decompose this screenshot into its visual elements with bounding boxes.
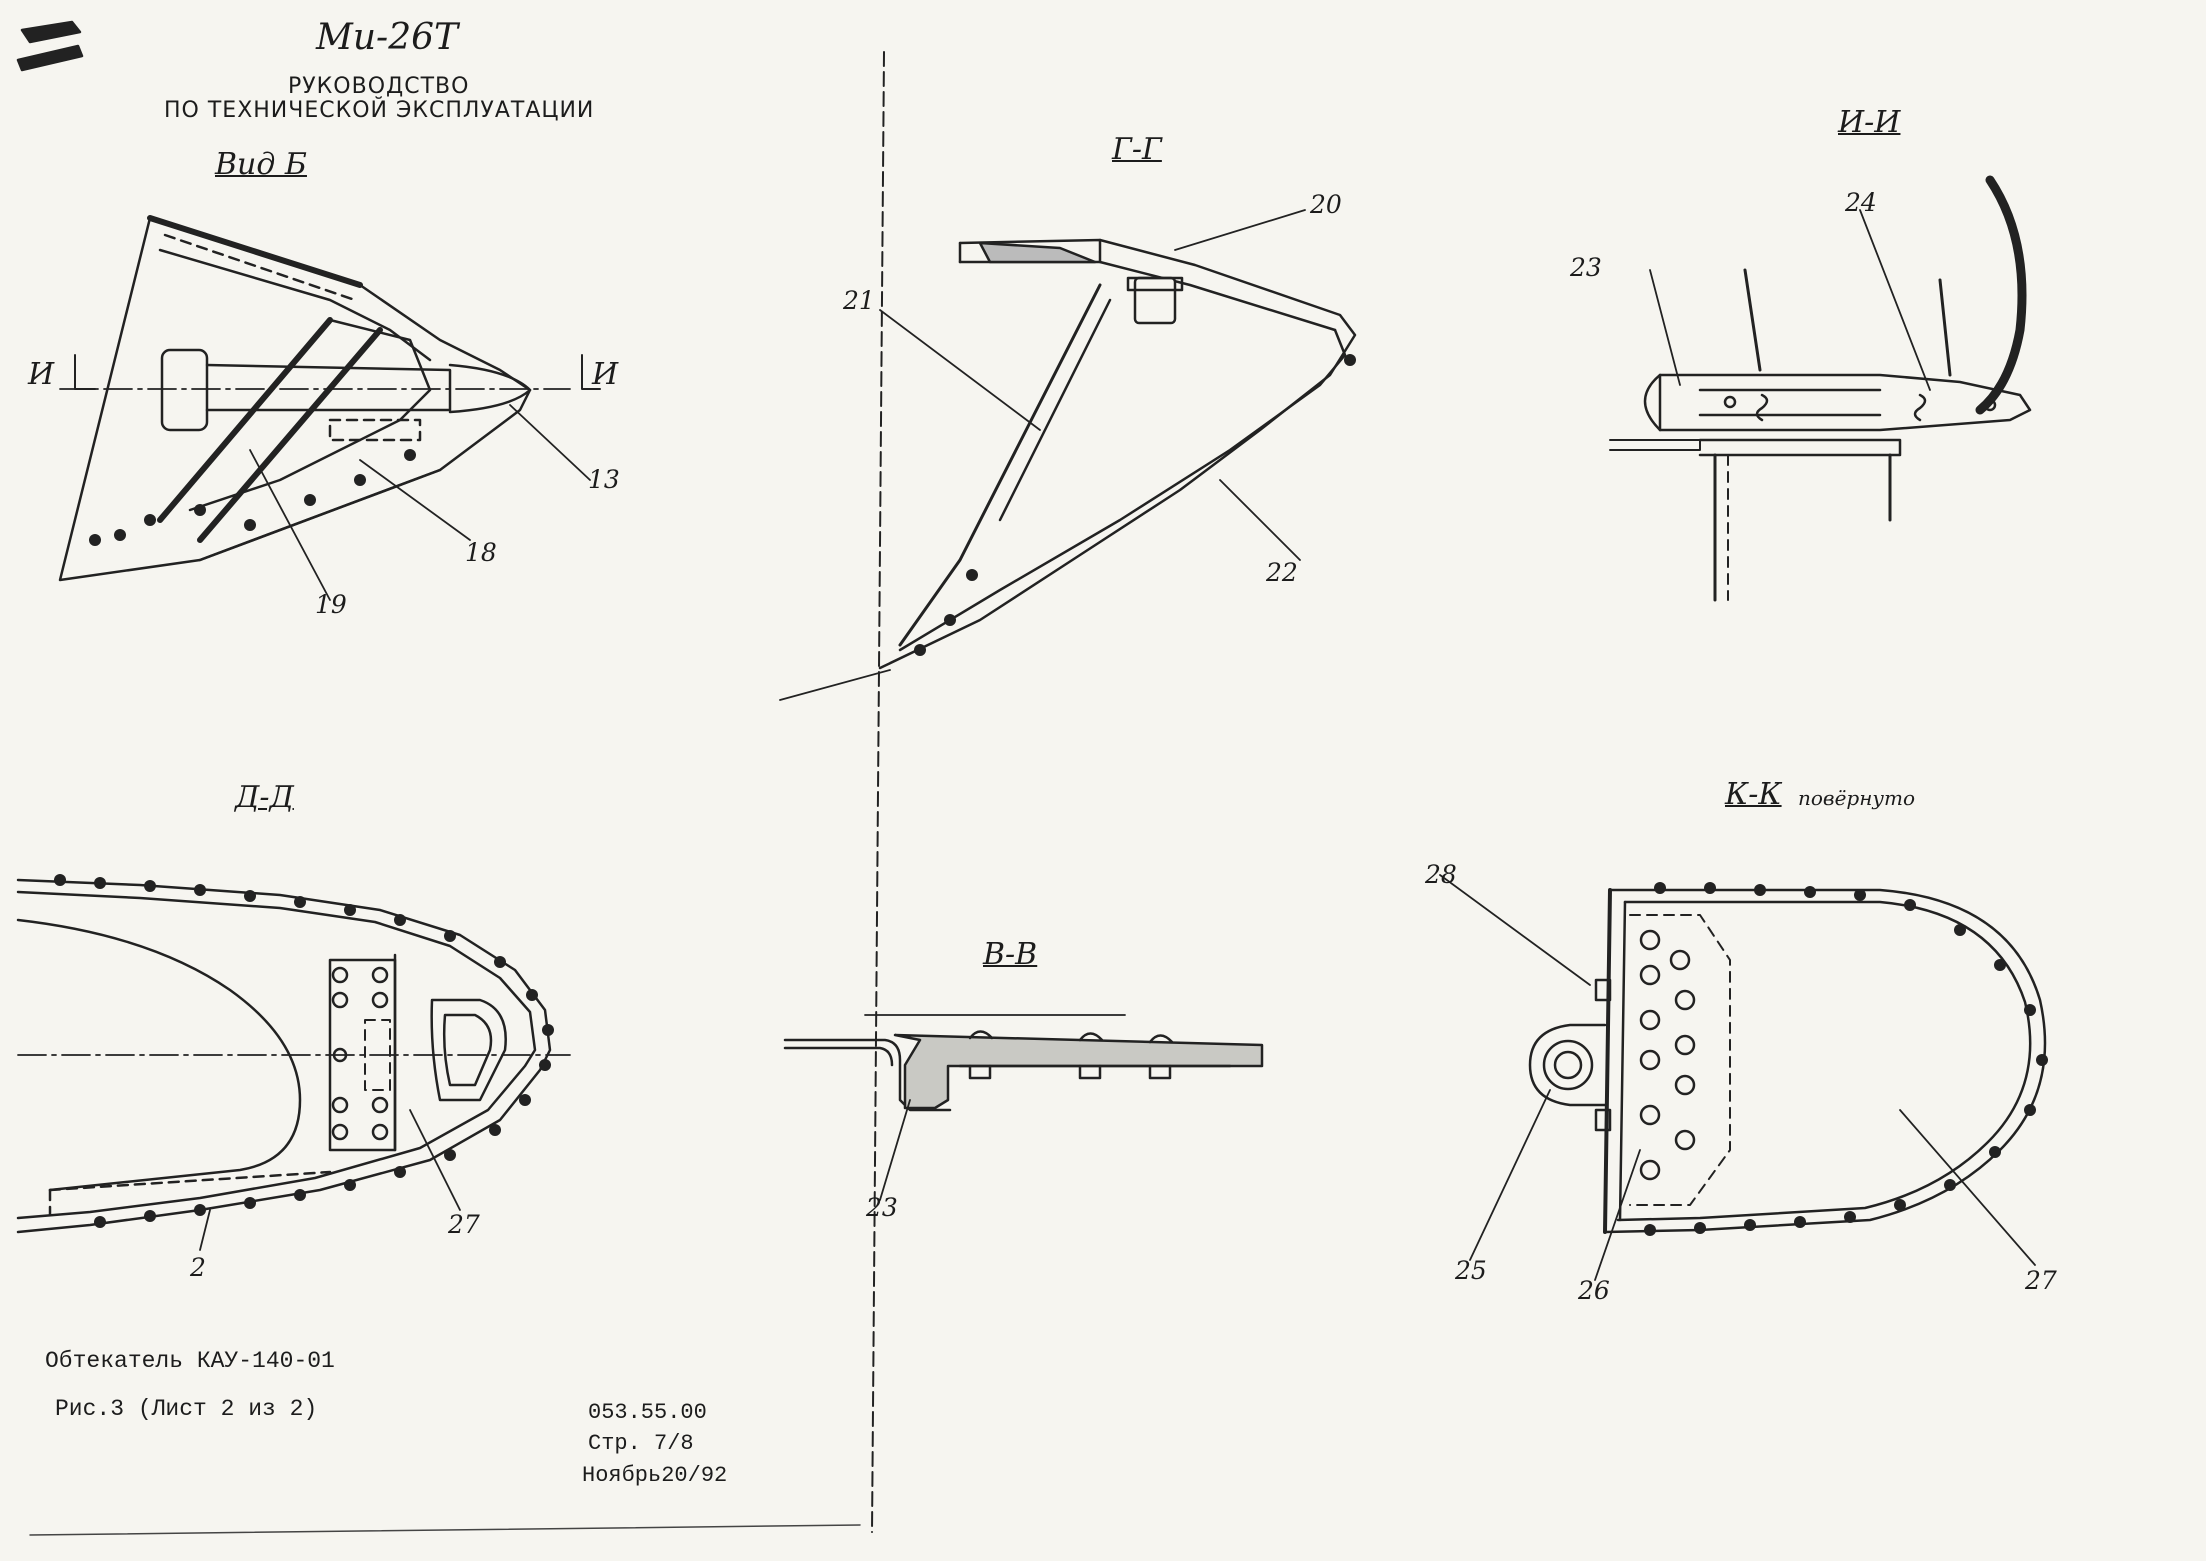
callout-2: 2: [190, 1253, 206, 1282]
callout-22: 22: [1266, 558, 1298, 587]
callout-20: 20: [1310, 190, 1342, 219]
doc-date: Ноябрь20/92: [582, 1463, 728, 1488]
manual-title-line2: ПО ТЕХНИЧЕСКОЙ ЭКСПЛУАТАЦИИ: [164, 98, 595, 123]
section-mark-right: И: [592, 357, 619, 392]
view-label-vid-b: Вид Б: [215, 147, 307, 182]
view-label-k-k-note: повёрнуто: [1798, 786, 1915, 810]
corner-mark: [16, 20, 84, 72]
callout-23-bottom: 23: [866, 1193, 898, 1222]
fold-line: [871, 51, 885, 1533]
view-label-v-v: В-В: [983, 937, 1038, 972]
manual-title-line1: РУКОВОДСТВО: [288, 74, 470, 99]
callout-28: 28: [1425, 860, 1457, 889]
view-d-d-drawing: [16, 874, 571, 1251]
callout-27-right: 27: [2025, 1266, 2057, 1295]
view-label-k-k: К-К: [1725, 777, 1782, 812]
drawing-caption-figure: Рис.3 (Лист 2 из 2): [55, 1396, 318, 1422]
section-mark-left: И: [28, 357, 55, 392]
callout-19: 19: [315, 590, 347, 619]
doc-page: Стр. 7/8: [588, 1431, 694, 1456]
view-b-drawing: [58, 215, 601, 601]
view-g-g-drawing: [779, 209, 1357, 701]
drawing-caption-title: Обтекатель КАУ-140-01: [45, 1348, 335, 1374]
view-v-v-drawing: [783, 1014, 1264, 1201]
callout-26: 26: [1578, 1276, 1610, 1305]
view-label-i-i: И-И: [1838, 105, 1901, 140]
view-label-d-d: Д-Д: [235, 780, 294, 815]
callout-27-left: 27: [448, 1210, 480, 1239]
model-title: Ми-26Т: [316, 17, 459, 58]
callout-18: 18: [465, 538, 497, 567]
callout-23: 23: [1570, 253, 1602, 282]
view-k-k-drawing: [1439, 874, 2048, 1281]
view-i-i-drawing: [1609, 175, 2032, 602]
callout-21: 21: [843, 286, 875, 315]
callout-25: 25: [1455, 1256, 1487, 1285]
doc-code: 053.55.00: [588, 1400, 707, 1425]
view-label-g-g: Г-Г: [1112, 132, 1162, 167]
callout-13: 13: [588, 465, 620, 494]
callout-24: 24: [1845, 188, 1877, 217]
